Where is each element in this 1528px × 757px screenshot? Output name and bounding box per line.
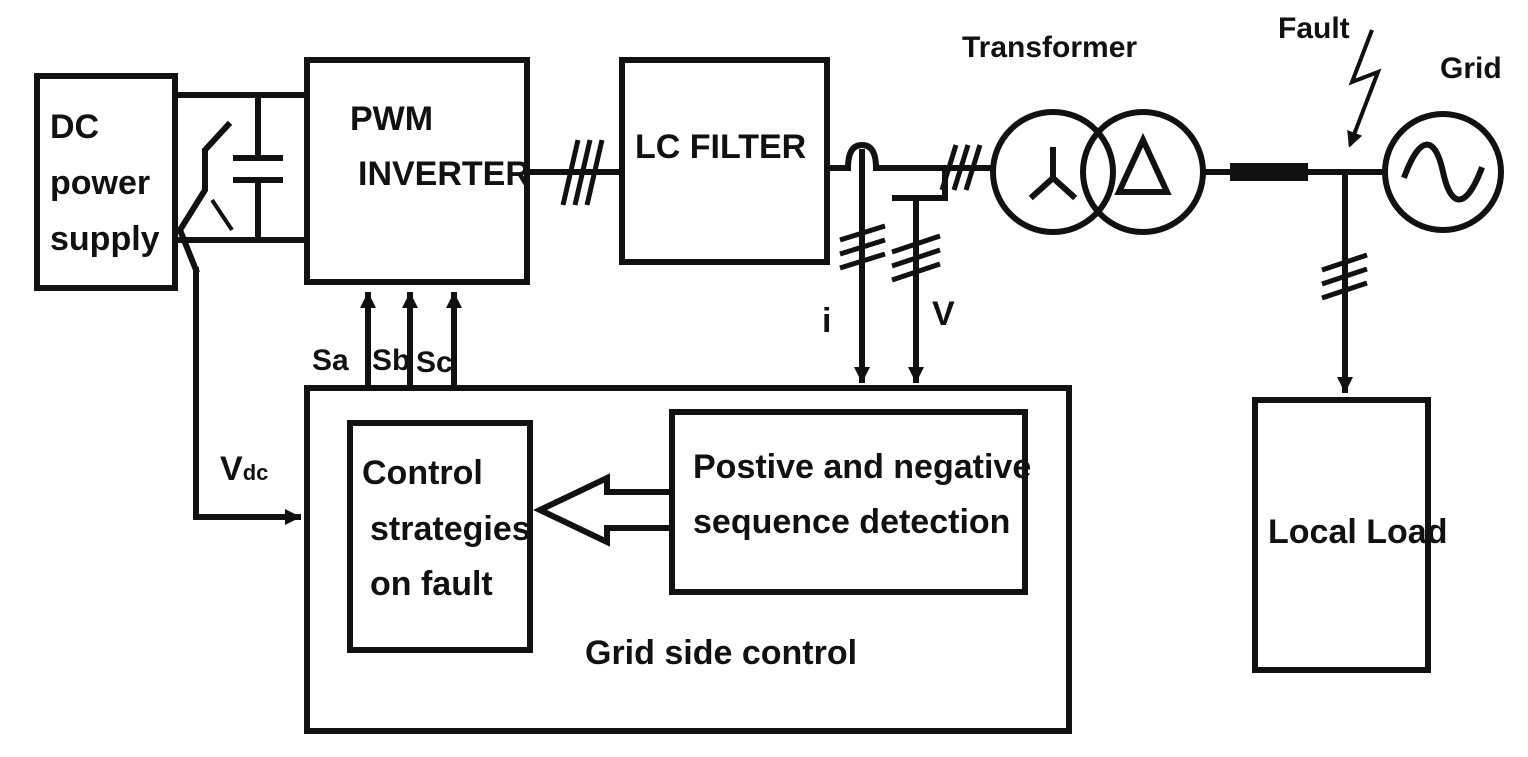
control-label-line-3: on fault [370,565,493,603]
sine-wave-icon [1401,141,1485,203]
three-phase-mark-voltage [891,233,941,283]
transformer-symbol [990,109,1206,235]
dc-supply-label-line-1: DC [50,108,99,146]
fault-label: Fault [1278,12,1350,45]
fault-lightning-icon [1347,29,1382,148]
lc-filter-label: LC FILTER [635,128,806,166]
grid-side-control-label: Grid side control [585,634,857,672]
gate-signal-arrows [360,292,462,391]
local-load-label: Local Load [1268,513,1447,551]
wye-winding-icon [1028,147,1078,201]
pwm-inverter-block: PWM INVERTER [304,57,530,285]
inverter-label-line-2: INVERTER [358,155,530,193]
lc-filter-block: LC FILTER [619,57,830,265]
detection-label-line-2: sequence detection [693,503,1010,541]
local-load-block: Local Load [1252,397,1447,673]
filter-to-transformer-line [824,141,993,171]
sequence-detection-block: Postive and negative sequence detection [669,409,1031,595]
inverter-label-line-1: PWM [350,100,433,138]
dc-supply-label-line-3: supply [50,220,160,258]
line-impedance [1230,163,1308,181]
transformer-label: Transformer [962,31,1137,64]
detection-label-line-1: Postive and negative [693,448,1031,486]
gate-signal-sa-label: Sa [312,344,349,377]
vdc-subscript: dc [243,460,269,485]
control-label-line-2: strategies [370,510,531,548]
dc-power-supply-block: DC power supply [34,73,178,291]
vdc-label: Vdc [220,450,268,488]
three-phase-mark-1 [560,139,605,206]
gate-signal-sb-label: Sb [372,344,410,377]
control-strategies-block: Control strategies on fault [347,420,533,653]
current-label: i [822,302,831,340]
grid-label: Grid [1440,52,1502,85]
three-phase-mark-current [839,223,886,271]
dc-bus-wiring [172,92,310,274]
gate-signal-sc-label: Sc [416,346,453,379]
three-phase-mark-load [1321,252,1368,301]
control-label-line-1: Control [362,454,483,492]
detection-to-control-arrow [533,473,672,547]
voltage-label: V [932,295,955,333]
vdc-main: V [220,450,243,488]
delta-winding-icon [1114,132,1172,195]
grid-source-symbol [1382,111,1504,233]
dc-supply-label-line-2: power [50,164,150,202]
